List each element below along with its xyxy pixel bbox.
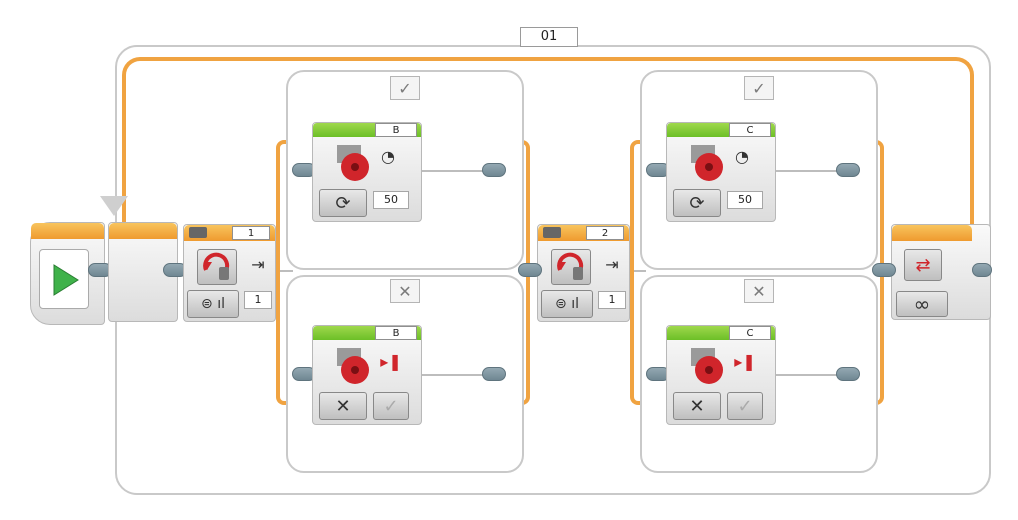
true-case-tab[interactable]: ✓ — [390, 76, 420, 100]
switch-block-2[interactable]: 2 ⇥ ⊜ ıl 1 — [537, 224, 630, 322]
switch-1-port-label[interactable]: 1 — [232, 226, 270, 240]
stop-icon: ▸❚ — [380, 352, 402, 371]
switch-2-port-label[interactable]: 2 — [586, 226, 624, 240]
compare-mode-button[interactable]: ⊜ ıl — [541, 290, 593, 318]
brick-icon — [189, 227, 207, 238]
compare-icon: ⇥ — [605, 255, 619, 274]
output-connector[interactable] — [836, 367, 860, 381]
threshold-value[interactable]: 1 — [244, 291, 272, 309]
sequence-wire — [628, 270, 646, 272]
sensor-switch-icon — [557, 252, 584, 280]
switch-block-1-header: 1 — [184, 225, 275, 241]
output-connector[interactable] — [482, 163, 506, 177]
motor-mode-button[interactable]: ✕ — [673, 392, 721, 420]
start-block[interactable] — [30, 222, 105, 325]
loop-mode-button[interactable]: ⇄ — [904, 249, 942, 281]
motor-mode-button[interactable]: ⟳ — [319, 189, 367, 217]
false-case-tab[interactable]: ✕ — [744, 279, 774, 303]
brick-icon — [543, 227, 561, 238]
switch-block-2-header: 2 — [538, 225, 629, 241]
compare-mode-button[interactable]: ⊜ ıl — [187, 290, 239, 318]
input-connector[interactable] — [872, 263, 896, 277]
switch-block-1[interactable]: 1 ⇥ ⊜ ıl 1 — [183, 224, 276, 322]
motor-block-header: B — [313, 123, 421, 137]
speedometer-icon: ◔ — [381, 147, 395, 166]
play-icon — [53, 264, 79, 296]
brake-checkbox[interactable]: ✓ — [727, 392, 763, 420]
loop-arrow-icon — [100, 196, 128, 216]
start-block-header — [31, 223, 104, 239]
large-motor-block[interactable]: C ▸❚ ✕ ✓ — [666, 325, 776, 425]
input-connector[interactable] — [518, 263, 542, 277]
loop-name-label[interactable]: 01 — [520, 27, 578, 47]
switch-mode-button[interactable] — [197, 249, 237, 285]
switch-1-left-bracket — [276, 140, 290, 405]
motor-icon — [691, 348, 723, 384]
motor-port-label[interactable]: C — [729, 326, 771, 340]
threshold-value[interactable]: 1 — [598, 291, 626, 309]
loop-count-button[interactable]: ∞ — [896, 291, 948, 317]
loop-orange-wire — [122, 57, 974, 232]
sensor-switch-icon — [203, 252, 230, 280]
true-case-tab[interactable]: ✓ — [744, 76, 774, 100]
motor-port-label[interactable]: C — [729, 123, 771, 137]
brake-checkbox[interactable]: ✓ — [373, 392, 409, 420]
large-motor-block[interactable]: B ▸❚ ✕ ✓ — [312, 325, 422, 425]
switch-mode-button[interactable] — [551, 249, 591, 285]
motor-block-header: B — [313, 326, 421, 340]
power-value[interactable]: 50 — [373, 191, 409, 209]
output-connector[interactable] — [836, 163, 860, 177]
large-motor-block[interactable]: C ◔ ⟳ 50 — [666, 122, 776, 222]
false-case-tab[interactable]: ✕ — [390, 279, 420, 303]
compare-icon: ⇥ — [251, 255, 265, 274]
motor-port-label[interactable]: B — [375, 123, 417, 137]
sequence-wire — [275, 270, 293, 272]
motor-block-header: C — [667, 326, 775, 340]
output-connector[interactable] — [972, 263, 992, 277]
start-button[interactable] — [39, 249, 89, 309]
motor-block-header: C — [667, 123, 775, 137]
motor-port-label[interactable]: B — [375, 326, 417, 340]
motor-icon — [337, 145, 369, 181]
loop-end-header — [892, 225, 972, 241]
output-connector[interactable] — [482, 367, 506, 381]
motor-mode-button[interactable]: ✕ — [319, 392, 367, 420]
speedometer-icon: ◔ — [735, 147, 749, 166]
loop-start-header — [109, 223, 177, 239]
switch-2-left-bracket — [630, 140, 644, 405]
motor-icon — [337, 348, 369, 384]
motor-icon — [691, 145, 723, 181]
power-value[interactable]: 50 — [727, 191, 763, 209]
motor-mode-button[interactable]: ⟳ — [673, 189, 721, 217]
stop-icon: ▸❚ — [734, 352, 756, 371]
large-motor-block[interactable]: B ◔ ⟳ 50 — [312, 122, 422, 222]
